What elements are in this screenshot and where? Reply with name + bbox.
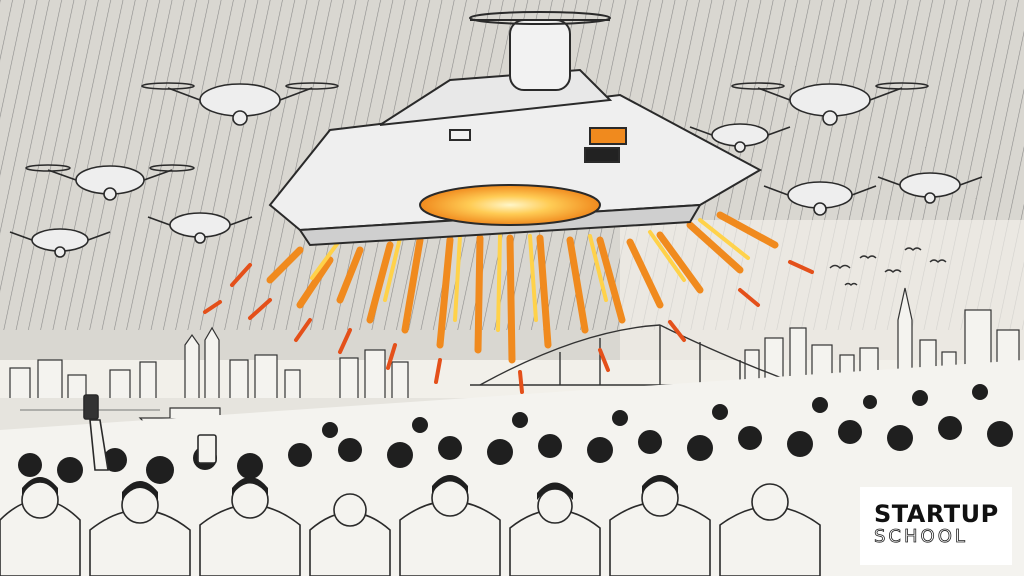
main-drone xyxy=(268,11,763,247)
logo-text-startup: STARTUP xyxy=(874,500,999,528)
bridge xyxy=(470,324,820,390)
raised-phone xyxy=(83,394,217,471)
drone-glow-ring xyxy=(419,184,601,226)
logo-text-school: SCHOOL xyxy=(874,526,968,547)
firework-sparks xyxy=(203,211,814,394)
birds xyxy=(829,247,947,286)
startup-school-logo: STARTUP SCHOOL xyxy=(860,487,1012,565)
background-drones xyxy=(9,82,983,258)
crowd xyxy=(0,360,1024,576)
